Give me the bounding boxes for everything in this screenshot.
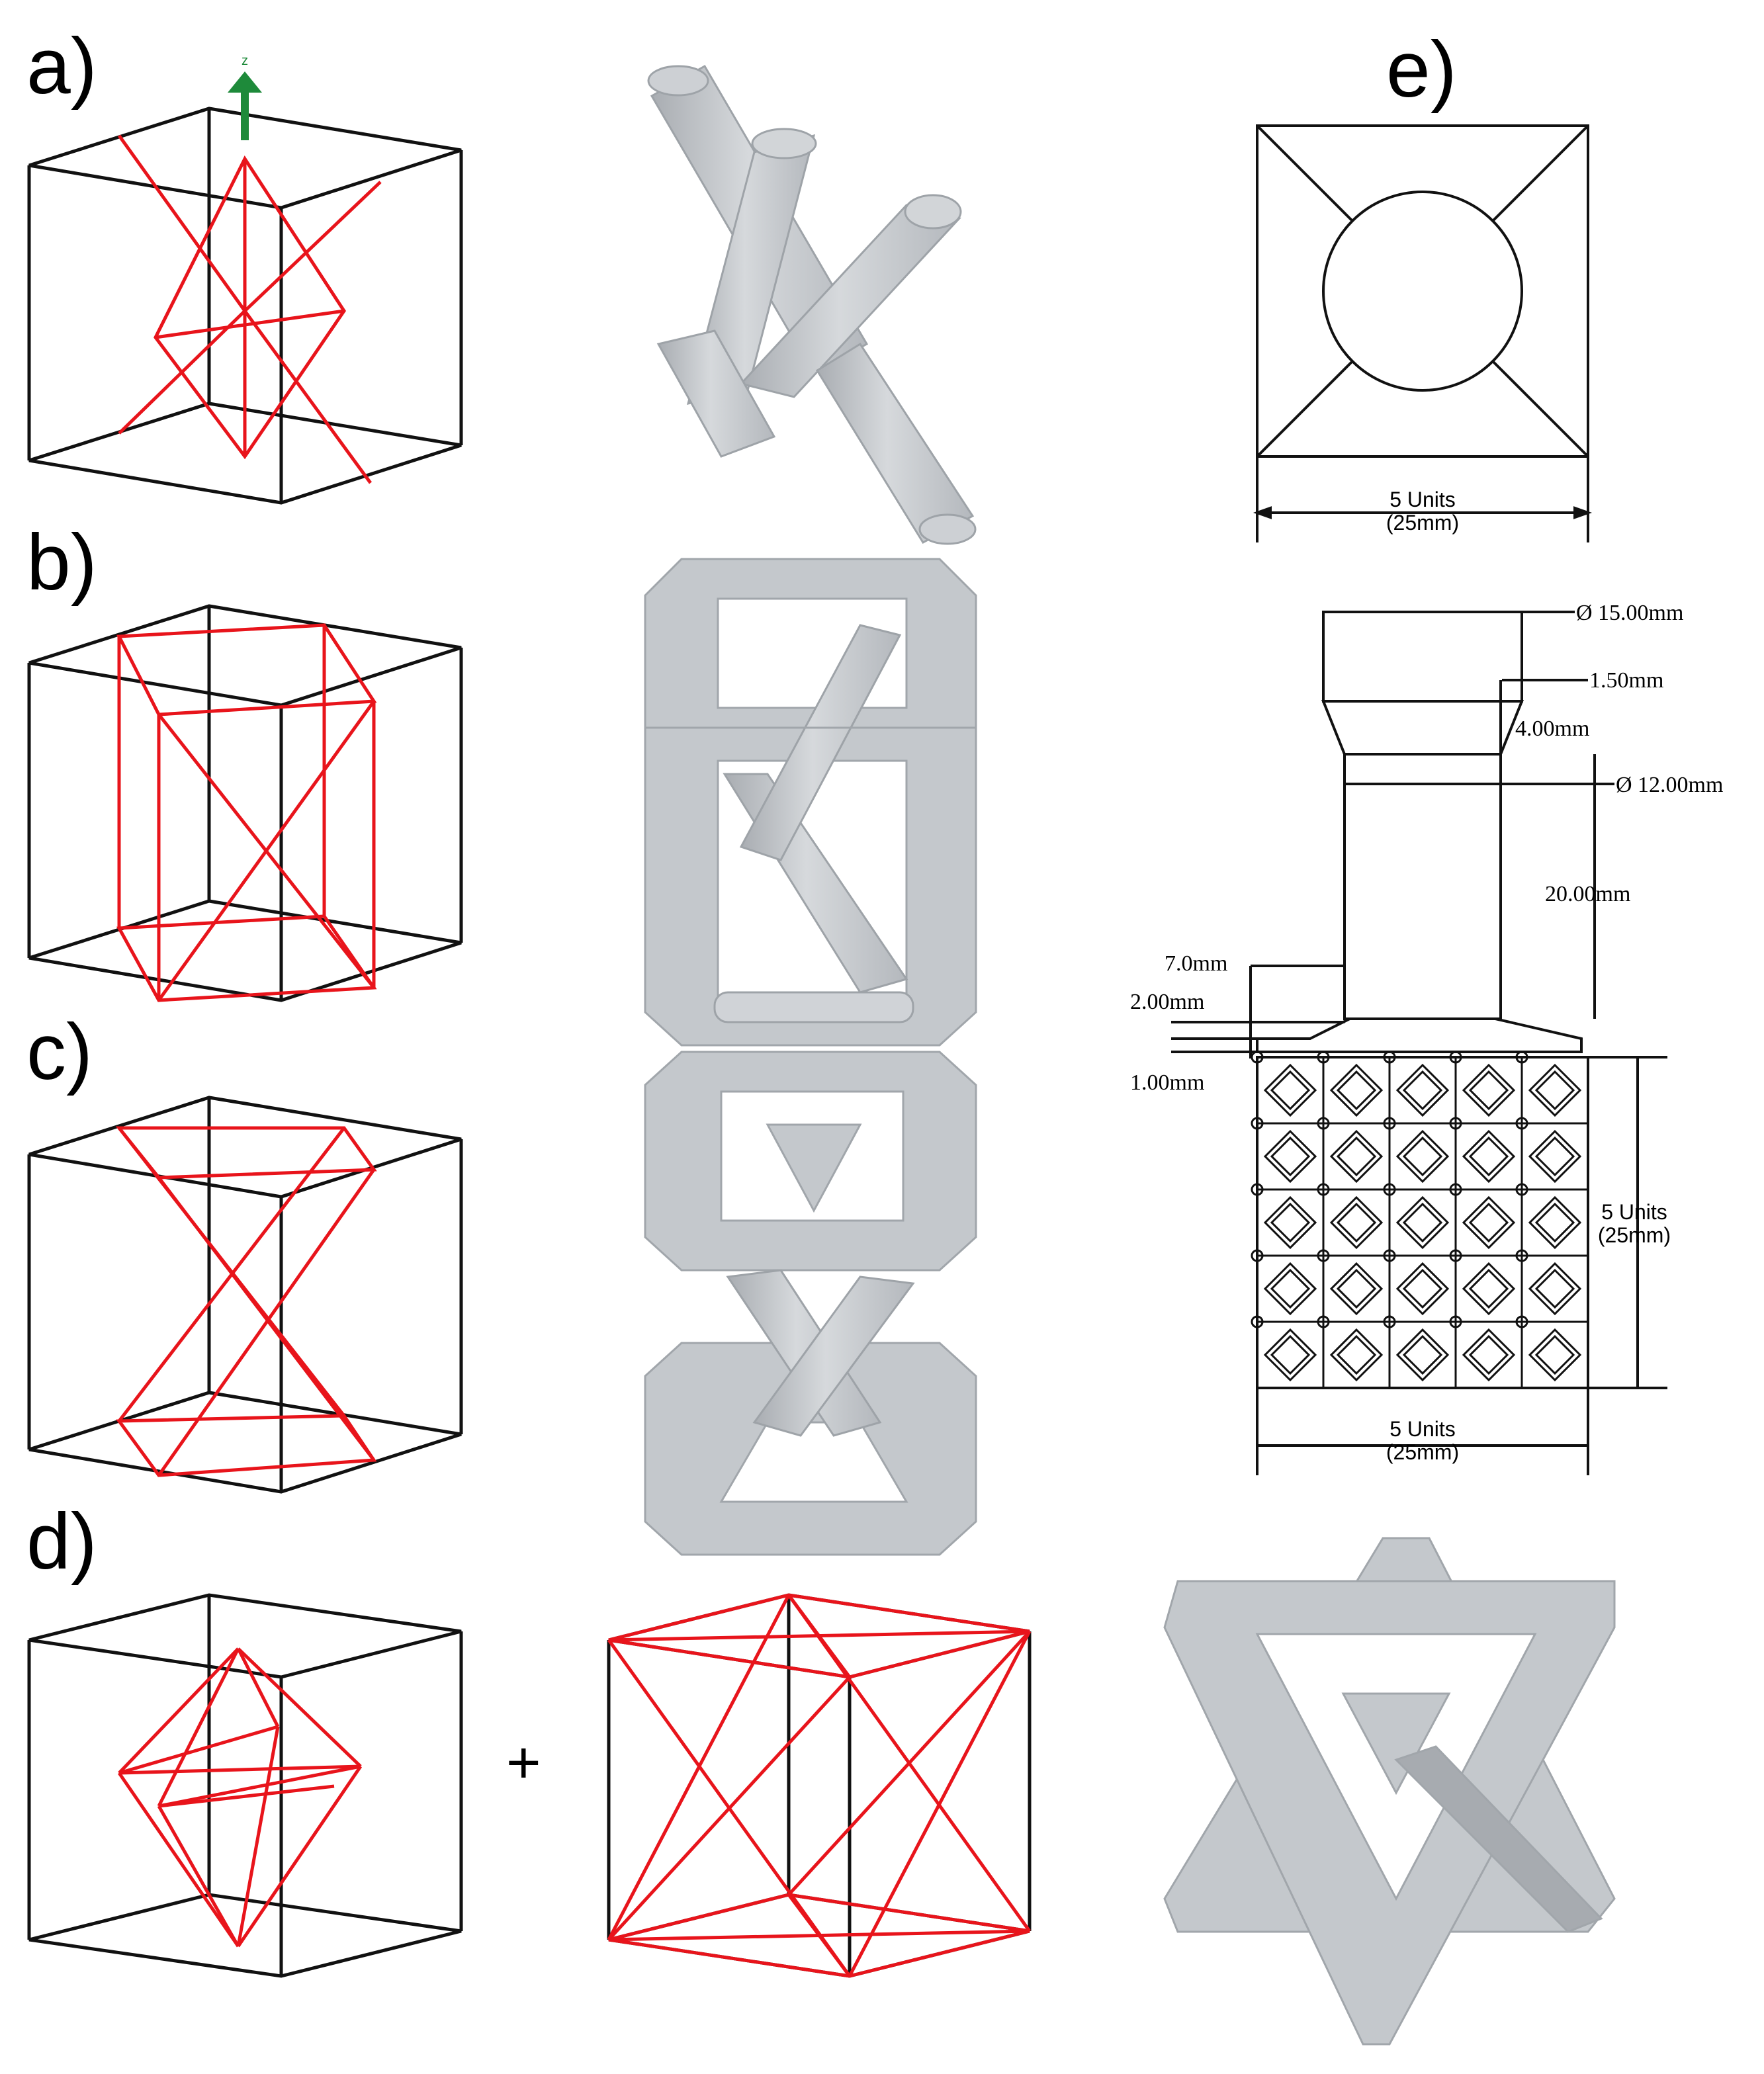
lattice-cell: [1515, 1315, 1589, 1389]
lattice-cell: [1317, 1315, 1391, 1389]
lattice-cell: [1383, 1315, 1457, 1389]
lattice-cell: [1251, 1183, 1325, 1257]
lattice-cell: [1383, 1117, 1457, 1191]
dim-offset: 7.0mm: [1165, 951, 1228, 976]
struts-c: [115, 1126, 377, 1477]
lattice-cell: [1317, 1249, 1391, 1323]
dim-shaft-height: 20.00mm: [1545, 882, 1631, 906]
lattice-cell: [1515, 1183, 1589, 1257]
lattice-cell: [1515, 1249, 1589, 1323]
lattice-cell: [1383, 1183, 1457, 1257]
lattice-cell: [1449, 1249, 1523, 1323]
lattice-grid: [1251, 1051, 1589, 1389]
dim-diameter-shaft: Ø 12.00mm: [1616, 773, 1724, 797]
panel-a-wireframe: [27, 71, 463, 505]
panel-d-wireframe-right: [607, 1593, 1032, 1978]
render-d: [1163, 1537, 1616, 2046]
struts-d1: [117, 1647, 363, 1948]
render-c: [644, 1051, 977, 1556]
dim-side-height: 5 Units (25mm): [1585, 1200, 1684, 1248]
panel-e-top-view: [1253, 124, 1593, 542]
panel-d-wireframe-left: [27, 1593, 463, 1978]
dim-side-height-line1: 5 Units: [1601, 1200, 1667, 1224]
lattice-cell: [1515, 1051, 1589, 1125]
dim-top-width-line2: (25mm): [1386, 511, 1460, 535]
lattice-cell: [1317, 1117, 1391, 1191]
struts-d2: [607, 1593, 1032, 1978]
lattice-cell: [1383, 1051, 1457, 1125]
lattice-cell: [1317, 1051, 1391, 1125]
cube-frame-b: [27, 604, 463, 1002]
dim-base-thickness: 2.00mm: [1130, 990, 1205, 1014]
panel-label-d: d): [26, 1497, 97, 1586]
panel-b-wireframe: [27, 604, 463, 1002]
struts-b: [116, 623, 377, 1002]
lattice-cell: [1383, 1249, 1457, 1323]
lattice-cell: [1449, 1051, 1523, 1125]
dim-diameter-top: Ø 15.00mm: [1576, 601, 1684, 625]
dim-bottom-width-line2: (25mm): [1386, 1440, 1460, 1465]
cube-frame-d1: [27, 1593, 463, 1978]
lattice-cell: [1251, 1315, 1325, 1389]
lattice-cell: [1449, 1117, 1523, 1191]
lattice-cell: [1251, 1117, 1325, 1191]
cube-frame-c: [27, 1096, 463, 1494]
cube-frame-d2: [607, 1593, 1032, 1978]
lattice-cell: [1317, 1183, 1391, 1257]
z-axis-label: z: [242, 54, 248, 68]
panel-e-side-view: [1171, 611, 1667, 1475]
dim-top-width: 5 Units (25mm): [1356, 488, 1489, 535]
cube-frame-a: [27, 107, 463, 505]
lattice-cell: [1449, 1315, 1523, 1389]
struts-a: [117, 134, 382, 484]
panel-label-b: b): [26, 518, 97, 607]
dim-top-width-line1: 5 Units: [1389, 488, 1456, 511]
lattice-cell: [1251, 1051, 1325, 1125]
plus-sign: +: [506, 1730, 541, 1796]
dim-plate-thickness: 1.00mm: [1130, 1070, 1205, 1095]
panel-c-wireframe: [27, 1096, 463, 1494]
z-axis-arrow: [228, 71, 262, 140]
panel-label-e: e): [1386, 25, 1457, 114]
panel-label-c: c): [26, 1008, 93, 1096]
dim-side-height-line2: (25mm): [1597, 1223, 1671, 1248]
render-b: [644, 558, 977, 1047]
lattice-cell: [1251, 1249, 1325, 1323]
lattice-cell: [1449, 1183, 1523, 1257]
dim-bottom-width-line1: 5 Units: [1389, 1417, 1456, 1441]
lattice-cell: [1515, 1117, 1589, 1191]
dim-chamfer: 1.50mm: [1589, 668, 1664, 693]
panel-label-a: a): [26, 22, 97, 110]
render-a: [647, 64, 977, 545]
dim-bottom-width: 5 Units (25mm): [1356, 1417, 1489, 1465]
dim-taper-height: 4.00mm: [1515, 716, 1590, 741]
